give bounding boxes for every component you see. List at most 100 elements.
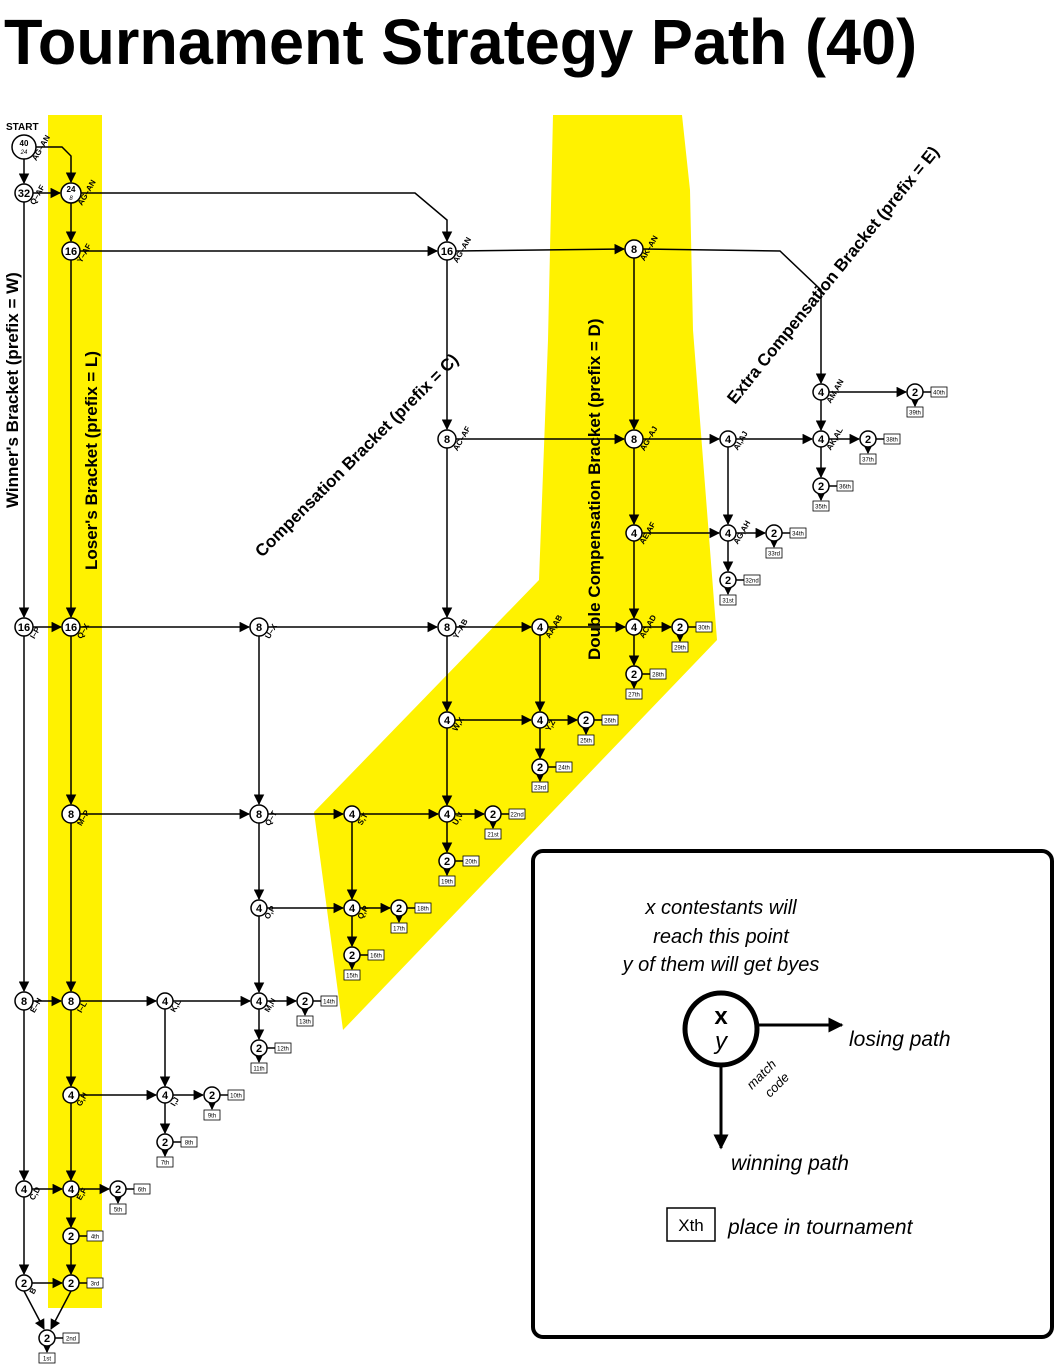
match-node: 4: [343, 899, 361, 917]
place-box: 20th: [462, 855, 480, 867]
node-count: 4: [631, 622, 638, 634]
place-label: 2nd: [66, 1337, 76, 1343]
legend-line-2: reach this point: [653, 926, 790, 948]
match-node: 2: [203, 1086, 221, 1104]
losing-path-line: [81, 192, 453, 243]
match-node: 2: [859, 430, 877, 448]
match-node: 4: [62, 1086, 80, 1104]
node-count: 4: [256, 903, 263, 915]
place-box: 12th: [274, 1042, 292, 1054]
place-label: 37th: [862, 458, 874, 464]
node-count: 2: [68, 1278, 74, 1290]
match-node: 32: [14, 183, 34, 203]
node-count: 2: [771, 528, 777, 540]
match-node: 4: [62, 1180, 80, 1198]
node-count: 4: [349, 903, 356, 915]
place-label: 21st: [487, 833, 499, 839]
place-label: 27th: [628, 693, 640, 699]
legend-winning-label: winning path: [731, 1152, 849, 1175]
place-label: 11th: [253, 1067, 264, 1073]
node-count: 2: [302, 996, 308, 1008]
place-label: 19th: [441, 880, 453, 886]
match-node: 4: [156, 992, 174, 1010]
legend-node: [682, 990, 760, 1068]
place-label: 9th: [208, 1114, 216, 1120]
place-label: 38th: [886, 438, 898, 444]
bracket-label-losers: Loser's Bracket (prefix = L): [82, 351, 101, 570]
node-count: 4: [349, 809, 356, 821]
match-node: 16: [437, 241, 457, 261]
place-box: 10th: [227, 1089, 245, 1101]
place-label: 26th: [604, 719, 616, 725]
node-count: 2: [912, 387, 918, 399]
node-count: 2: [44, 1333, 50, 1345]
node-count: 24: [67, 185, 76, 194]
legend-place-box: [666, 1207, 716, 1242]
place-box: 38th: [883, 433, 901, 445]
node-count: 40: [20, 139, 29, 148]
node-count: 2: [115, 1184, 121, 1196]
legend-line-1: x contestants will: [644, 897, 797, 919]
node-count: 2: [209, 1090, 215, 1102]
place-label: 17th: [393, 927, 405, 933]
place-label: 16th: [370, 954, 382, 960]
place-label: 24th: [558, 766, 570, 772]
place-box: 24th: [555, 761, 573, 773]
node-count: 2: [631, 669, 637, 681]
match-node: 4: [250, 899, 268, 917]
place-box: 15th: [343, 969, 361, 981]
node-count: 4: [725, 434, 732, 446]
losers-bracket-band: [48, 115, 102, 1308]
match-node: 2: [719, 571, 737, 589]
place-label: 6th: [138, 1188, 146, 1194]
match-node: 2: [671, 618, 689, 636]
node-count: 2: [865, 434, 871, 446]
match-node: 16: [61, 617, 81, 637]
match-node: 2: [906, 383, 924, 401]
place-label: 36th: [839, 485, 851, 491]
match-node: 8: [437, 617, 457, 637]
node-count: 8: [631, 244, 637, 256]
legend-node-x: x: [714, 1003, 728, 1030]
place-label: 39th: [909, 411, 921, 417]
match-node: 2: [15, 1274, 33, 1292]
match-node: 4: [812, 430, 830, 448]
place-box: 31st: [719, 594, 737, 606]
node-count: 2: [396, 903, 402, 915]
match-node: 2: [625, 665, 643, 683]
place-box: 18th: [414, 902, 432, 914]
node-count: 4: [725, 528, 732, 540]
place-label: 4th: [91, 1235, 99, 1241]
place-box: 5th: [109, 1203, 127, 1215]
place-box: 34th: [789, 527, 807, 539]
place-box: 35th: [812, 500, 830, 512]
place-label: 23rd: [534, 786, 546, 792]
node-count: 8: [631, 434, 637, 446]
match-node: 2: [812, 477, 830, 495]
page-title: Tournament Strategy Path (40): [4, 6, 918, 78]
place-box: 40th: [930, 386, 948, 398]
place-label: 35th: [815, 505, 827, 511]
place-box: 28th: [649, 668, 667, 680]
winning-path-line: [23, 1290, 45, 1330]
compensation-band: [314, 115, 717, 1030]
match-code: AI,AJ: [732, 430, 750, 452]
place-box: 29th: [671, 641, 689, 653]
node-count: 8: [256, 622, 262, 634]
match-node: 2: [62, 1227, 80, 1245]
place-box: 19th: [438, 875, 456, 887]
losing-path-line: [455, 243, 626, 255]
place-label: 40th: [933, 391, 945, 397]
node-byes: 8: [69, 196, 73, 202]
node-count: 2: [21, 1278, 27, 1290]
node-count: 4: [631, 528, 638, 540]
place-box: 32nd: [743, 574, 761, 586]
place-box: 25th: [577, 734, 595, 746]
match-node: 16: [14, 617, 34, 637]
node-count: 8: [256, 809, 262, 821]
place-box: 9th: [203, 1109, 221, 1121]
node-count: 2: [162, 1137, 168, 1149]
match-node: 2: [438, 852, 456, 870]
match-node: 4: [343, 805, 361, 823]
